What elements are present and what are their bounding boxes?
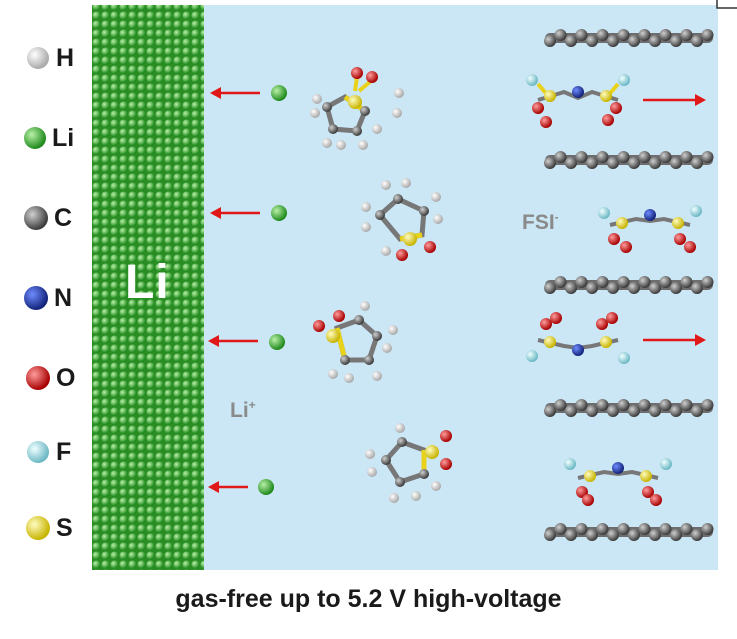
legend-n-atom [24,286,48,310]
li-ion-arrow-4 [208,479,274,495]
li-ion-arrow-3 [208,334,285,350]
legend-label-li: Li [52,124,75,152]
legend-f-atom [27,441,49,463]
fsi-charge: - [554,210,559,224]
legend-label-h: H [56,44,75,72]
sulfolane-molecule-3 [313,301,398,383]
legend-li-atom [24,127,46,149]
graphite-layer [544,276,714,294]
lithium-anode-label: Li [125,256,170,309]
legend-c-atom [24,206,48,230]
li-ion-label: Li+ [230,398,256,423]
sulfolane-molecule-2 [361,178,443,261]
fsi-anion-1 [526,74,630,128]
li-ion-charge: + [248,398,256,412]
fsi-label: FSI- [522,210,559,235]
legend-label-s: S [56,514,73,542]
fsi-anion-2 [598,205,702,253]
fsi-arrow-2 [643,334,706,346]
graphite-cathode [544,29,714,541]
li-ion-arrow-1 [210,85,287,101]
graphite-layer [544,399,714,417]
graphite-layer [544,523,714,541]
legend-s-atom [26,516,50,540]
figure-caption: gas-free up to 5.2 V high-voltage [175,585,562,613]
graphite-layer [544,151,714,169]
li-ion-arrow-2 [210,205,287,221]
fsi-anion-4 [564,458,672,506]
legend-o-atom [26,366,50,390]
sulfolane-molecule-1 [310,67,404,150]
graphite-layer [544,29,714,47]
legend-h-atom [27,47,49,69]
legend-label-c: C [54,204,73,232]
legend [24,47,50,540]
li-ion-migration [208,85,287,495]
fsi-label-text: FSI [522,211,555,234]
fsi-arrow-1 [643,94,706,106]
legend-label-n: N [54,284,73,312]
fsi-anion-3 [526,312,630,364]
corner-box [716,0,737,9]
legend-label-f: F [56,438,72,466]
legend-label-o: O [56,364,76,392]
lithium-anode [92,5,204,570]
li-ion-label-text: Li [230,399,249,422]
sulfolane-molecule-4 [365,423,452,503]
